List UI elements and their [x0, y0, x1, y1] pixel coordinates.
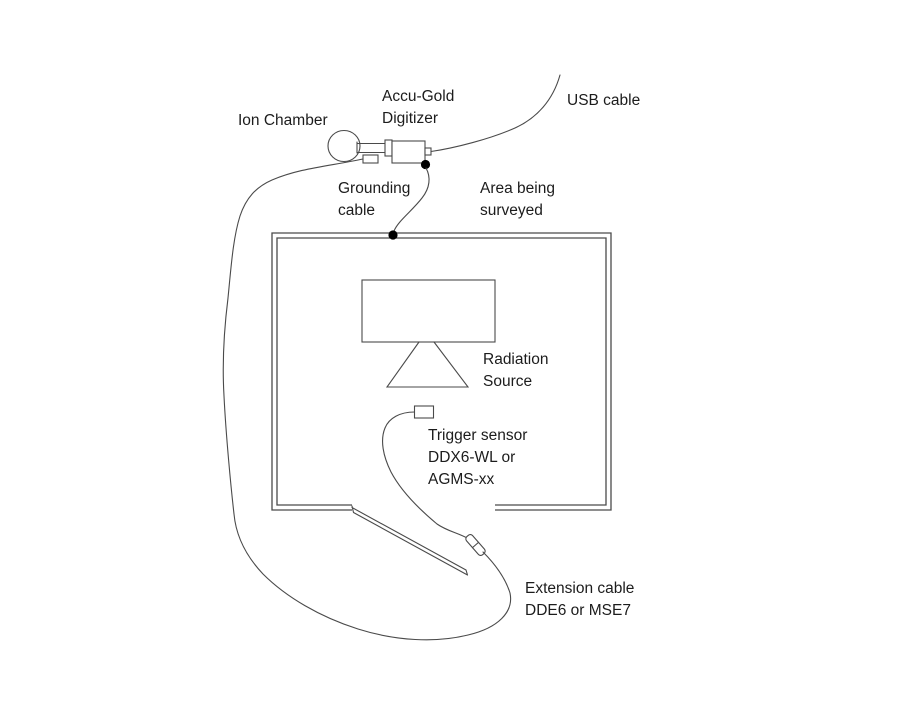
probe-stem	[356, 141, 387, 154]
trigger-sensor-cable	[382, 411, 468, 539]
digitizer-label-line2: Digitizer	[382, 110, 438, 127]
grounding-cable-line	[393, 167, 430, 232]
grounding-cable-label-line2: cable	[338, 202, 375, 219]
room-outer-wall	[271, 232, 612, 511]
usb-cable-line	[430, 74, 561, 153]
room-inner-wall	[276, 237, 607, 506]
cable-connector	[465, 534, 486, 556]
ion-chamber-label: Ion Chamber	[238, 112, 328, 129]
connection-dot-digitizer	[420, 159, 431, 170]
connection-dot-wall	[388, 230, 398, 240]
usb-cable-label: USB cable	[567, 92, 640, 109]
grounding-cable-label-line1: Grounding	[338, 180, 410, 197]
door-leaf	[351, 505, 469, 576]
usb-port-nub	[424, 147, 432, 156]
radiation-source-housing	[361, 279, 496, 343]
trigger-sensor-label-line2: DDX6-WL or	[428, 449, 515, 466]
digitizer-collar	[384, 139, 393, 157]
extension-cable-loop	[222, 158, 512, 641]
trigger-sensor-label-line1: Trigger sensor	[428, 427, 527, 444]
radiation-source-label-line1: Radiation	[483, 351, 549, 368]
extension-cable-label-line1: Extension cable	[525, 580, 634, 597]
digitizer-label-line1: Accu-Gold	[382, 88, 454, 105]
trigger-sensor-shape	[413, 405, 435, 419]
trigger-sensor-label-line3: AGMS-xx	[428, 471, 495, 488]
ion-chamber-shape	[327, 129, 361, 163]
digitizer-body	[391, 140, 426, 164]
radiation-beam-triangle	[385, 341, 470, 388]
area-surveyed-label-line2: surveyed	[480, 202, 543, 219]
radiation-source-label-line2: Source	[483, 373, 532, 390]
area-surveyed-label-line1: Area being	[480, 180, 555, 197]
extension-cable-label-line2: DDE6 or MSE7	[525, 602, 631, 619]
extension-port-connector	[362, 154, 379, 164]
